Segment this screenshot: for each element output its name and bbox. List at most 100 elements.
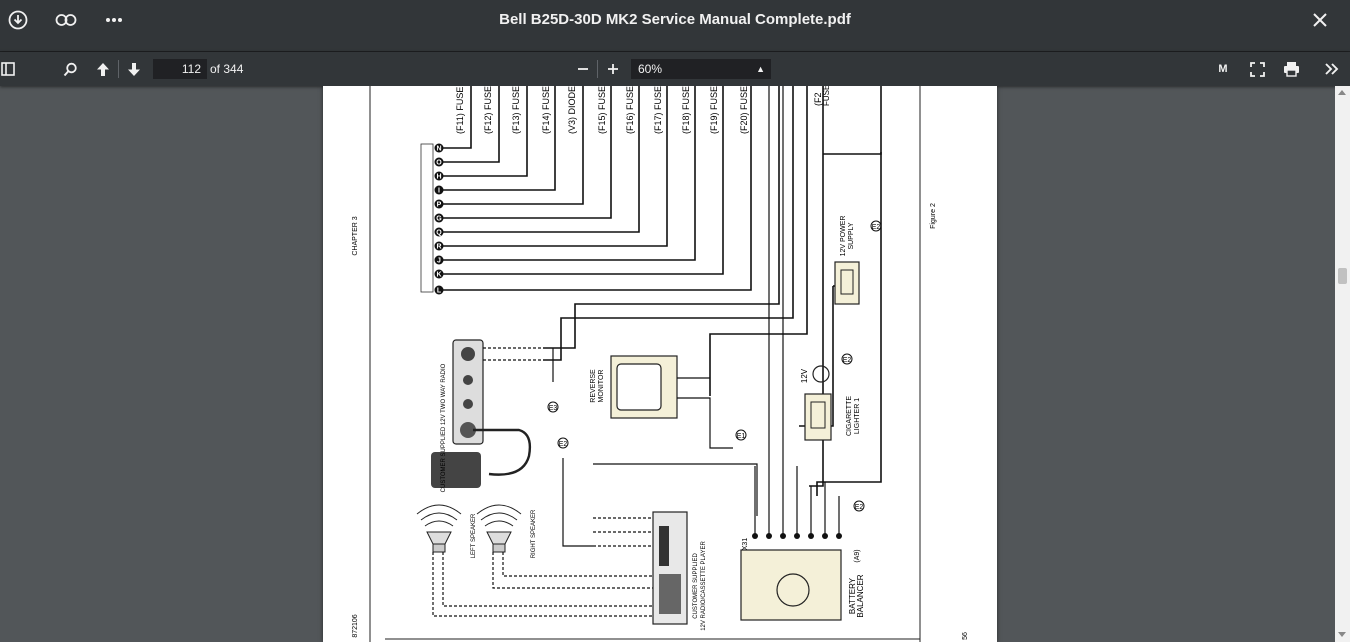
zoom-select[interactable]: 60% ▲ bbox=[631, 59, 771, 79]
document-viewer[interactable]: CHAPTER 3 Figure 2 872106 56 (F11) FUSE … bbox=[0, 86, 1350, 642]
battery-balancer-ref: (A9) bbox=[854, 549, 861, 562]
fuse-label: (F14) FUSE bbox=[541, 86, 551, 134]
fuse-label: (F12) FUSE bbox=[483, 86, 493, 134]
arrow-up-icon bbox=[97, 62, 109, 76]
left-speaker: LEFT SPEAKER bbox=[416, 504, 477, 558]
more-options-button[interactable] bbox=[102, 8, 126, 32]
annotation-mode-button[interactable]: M bbox=[1214, 60, 1232, 78]
vertical-scrollbar[interactable] bbox=[1335, 86, 1350, 642]
cigarette-lighter-label: CIGARETTE bbox=[846, 396, 853, 436]
power-supply-label: 12V POWER bbox=[840, 216, 847, 257]
print-button[interactable] bbox=[1281, 59, 1301, 79]
radio-label: CUSTOMER SUPPLIED 12V TWO WAY RADIO bbox=[441, 363, 447, 492]
scroll-down-arrow-icon[interactable] bbox=[1338, 632, 1346, 637]
tools-button[interactable] bbox=[1322, 60, 1342, 78]
reverse-monitor-label: MONITOR bbox=[598, 370, 605, 403]
fuse-label: (F15) FUSE bbox=[597, 86, 607, 134]
ground-label: E3 bbox=[549, 405, 558, 412]
figure-label: Figure 2 bbox=[930, 203, 937, 229]
left-speaker-label: LEFT SPEAKER bbox=[471, 513, 477, 558]
toolbar-separator bbox=[597, 60, 598, 78]
double-chevron-right-icon bbox=[1325, 63, 1339, 75]
fuse-label: (F16) FUSE bbox=[625, 86, 635, 134]
fuse-label: (F13) FUSE bbox=[511, 86, 521, 134]
ground-label: E2 bbox=[855, 504, 864, 511]
connector-letter: R bbox=[436, 244, 441, 251]
fuse-wires bbox=[443, 86, 882, 496]
power-supply: 12V POWER SUPPLY bbox=[834, 216, 860, 305]
document-title: Bell B25D-30D MK2 Service Manual Complet… bbox=[499, 11, 851, 28]
pdf-toolbar: 112 of 344 60% ▲ M bbox=[0, 52, 1350, 86]
two-way-radio: CUSTOMER SUPPLIED 12V TWO WAY RADIO bbox=[431, 339, 532, 492]
connector-letter: P bbox=[437, 202, 442, 209]
cassette-player-label: CUSTOMER SUPPLIED bbox=[693, 553, 699, 619]
page-number: 56 bbox=[962, 632, 969, 640]
fuse-label: (F18) FUSE bbox=[681, 86, 691, 134]
connector-letter: H bbox=[436, 174, 441, 181]
doc-code: 872106 bbox=[352, 614, 359, 637]
cigarette-lighter-label: LIGHTER 1 bbox=[854, 398, 861, 434]
connector-letter: G bbox=[436, 216, 442, 223]
cassette-player-label: 12V RADIO/CASSETTE PLAYER bbox=[701, 541, 707, 631]
scrollbar-thumb[interactable] bbox=[1338, 268, 1347, 284]
ground-label: E2 bbox=[559, 441, 568, 448]
fuse-label: (F19) FUSE bbox=[709, 86, 719, 134]
right-speaker-label: RIGHT SPEAKER bbox=[531, 509, 537, 558]
minus-icon bbox=[578, 68, 588, 70]
close-icon bbox=[1313, 13, 1327, 27]
zoom-value: 60% bbox=[638, 62, 663, 76]
connector-letter: J bbox=[437, 258, 441, 265]
ground-label: E2 bbox=[843, 357, 852, 364]
fuse-label: (F2 bbox=[813, 93, 823, 107]
battery-balancer-label: BATTERY bbox=[848, 577, 857, 614]
download-button[interactable] bbox=[6, 8, 30, 32]
toolbar-separator bbox=[118, 60, 119, 78]
right-speaker: RIGHT SPEAKER bbox=[476, 504, 537, 558]
connector-letter: Q bbox=[436, 230, 442, 237]
select-caret-icon: ▲ bbox=[756, 64, 765, 74]
page-count-label: of 344 bbox=[210, 62, 244, 76]
cassette-player: CUSTOMER SUPPLIED 12V RADIO/CASSETTE PLA… bbox=[652, 511, 707, 631]
close-button[interactable] bbox=[1308, 8, 1332, 32]
find-button[interactable] bbox=[61, 60, 79, 78]
toggle-sidebar-button[interactable] bbox=[0, 60, 16, 78]
power-supply-label: SUPPLY bbox=[848, 222, 855, 249]
page-number-input[interactable]: 112 bbox=[153, 59, 207, 79]
zoom-in-button[interactable] bbox=[604, 60, 622, 78]
wiring-diagram: CHAPTER 3 Figure 2 872106 56 (F11) FUSE … bbox=[352, 86, 969, 642]
cigarette-voltage: 12V bbox=[800, 368, 809, 383]
copy-link-button[interactable] bbox=[54, 8, 78, 32]
reverse-monitor: REVERSE MONITOR bbox=[590, 355, 678, 419]
ground-label: E1 bbox=[737, 433, 746, 440]
next-page-button[interactable] bbox=[125, 60, 143, 78]
scroll-up-arrow-icon[interactable] bbox=[1338, 90, 1346, 95]
presentation-mode-button[interactable] bbox=[1248, 60, 1266, 78]
connector-letter: O bbox=[436, 160, 442, 167]
link-icon bbox=[55, 14, 77, 26]
connector-letter: N bbox=[436, 146, 441, 153]
plus-icon bbox=[608, 64, 618, 74]
more-horizontal-icon bbox=[106, 18, 122, 22]
sidebar-icon bbox=[1, 62, 15, 76]
battery-balancer: BATTERY BALANCER (A9) X31 bbox=[740, 538, 865, 621]
connector-letter: I bbox=[438, 188, 440, 195]
connector-letter: K bbox=[436, 272, 441, 279]
fuse-label: (F11) FUSE bbox=[455, 87, 465, 134]
search-icon bbox=[63, 62, 77, 76]
ground-label: E2 bbox=[872, 224, 881, 231]
fuse-label: (F17) FUSE bbox=[653, 86, 663, 134]
reverse-monitor-label: REVERSE bbox=[590, 369, 597, 403]
zoom-out-button[interactable] bbox=[574, 60, 592, 78]
cigarette-lighter: 12V CIGARETTE LIGHTER 1 bbox=[800, 365, 861, 441]
download-icon bbox=[8, 10, 28, 30]
connector-x31: X31 bbox=[742, 538, 749, 551]
previous-page-button[interactable] bbox=[94, 60, 112, 78]
connector-block bbox=[420, 143, 434, 293]
diode-label: (V3) DIODE bbox=[567, 86, 577, 134]
fullscreen-icon bbox=[1249, 61, 1265, 77]
top-bar: Bell B25D-30D MK2 Service Manual Complet… bbox=[0, 0, 1350, 52]
battery-balancer-label: BALANCER bbox=[856, 574, 865, 617]
fuse-label: (F20) FUSE bbox=[739, 86, 749, 134]
fuse-label: FUSE bbox=[822, 86, 831, 106]
print-icon bbox=[1283, 62, 1299, 77]
